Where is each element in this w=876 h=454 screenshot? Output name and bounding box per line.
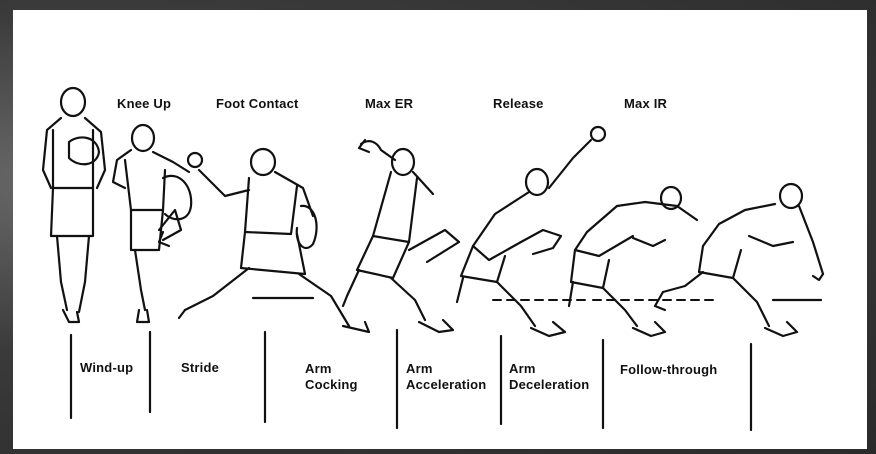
figure-throwing-arm — [549, 140, 591, 188]
baseball — [591, 127, 605, 141]
figure-legs — [457, 278, 535, 326]
figure-legs — [343, 270, 425, 320]
figure-shorts — [51, 188, 93, 236]
figure-glove-arm — [749, 236, 793, 246]
figure-glove — [297, 206, 317, 248]
pitcher-figure-foot-contact — [179, 149, 369, 332]
figure-head — [251, 149, 275, 175]
figure-foot — [633, 322, 665, 336]
figure-shorts — [461, 246, 505, 282]
figure-head — [780, 184, 802, 208]
figure-torso — [245, 178, 297, 234]
figure-hand — [813, 274, 823, 280]
figure-legs — [569, 282, 637, 326]
diagram-panel: Knee Up Foot Contact Max ER Release Max … — [13, 10, 867, 449]
figure-head — [392, 149, 414, 175]
figure-arms — [361, 141, 433, 194]
pitcher-figure-knee-up — [113, 125, 191, 322]
pitcher-figure-release — [457, 127, 605, 336]
figure-torso — [575, 206, 633, 256]
figure-torso — [125, 160, 165, 210]
figure-foot — [531, 322, 565, 336]
pitcher-figure-wind-up — [43, 88, 105, 322]
figure-glove — [163, 176, 191, 219]
baseball — [188, 153, 202, 167]
figure-head — [132, 125, 154, 151]
figure-foot — [137, 310, 149, 322]
figure-head — [61, 88, 85, 116]
ground-lines — [253, 298, 821, 300]
pitching-sequence-illustration — [13, 10, 867, 449]
pitcher-figure-max-ir — [569, 187, 697, 336]
figure-front-arm-glove — [409, 230, 459, 262]
pitcher-figure-max-er — [343, 140, 459, 332]
figure-back — [617, 202, 697, 220]
figure-shorts — [699, 246, 741, 278]
figure-feet — [655, 292, 797, 336]
figure-arms — [113, 150, 189, 188]
figure-arm — [633, 238, 665, 246]
figure-stance-leg — [135, 250, 145, 310]
figure-legs — [57, 236, 89, 312]
phase-dividers — [71, 330, 751, 430]
figure-back — [703, 204, 775, 246]
pitcher-figure-follow-through — [655, 184, 823, 336]
figure-foot — [419, 320, 453, 332]
figure-feet — [63, 310, 79, 322]
figure-shorts — [571, 250, 609, 288]
figure-shorts — [241, 232, 305, 274]
figure-shorts — [357, 236, 409, 278]
figure-glove-hands — [69, 137, 99, 164]
figure-torso — [373, 172, 417, 242]
figure-throwing-arm — [799, 206, 823, 274]
figure-torso — [473, 192, 529, 260]
figure-glove-arm — [521, 230, 561, 254]
